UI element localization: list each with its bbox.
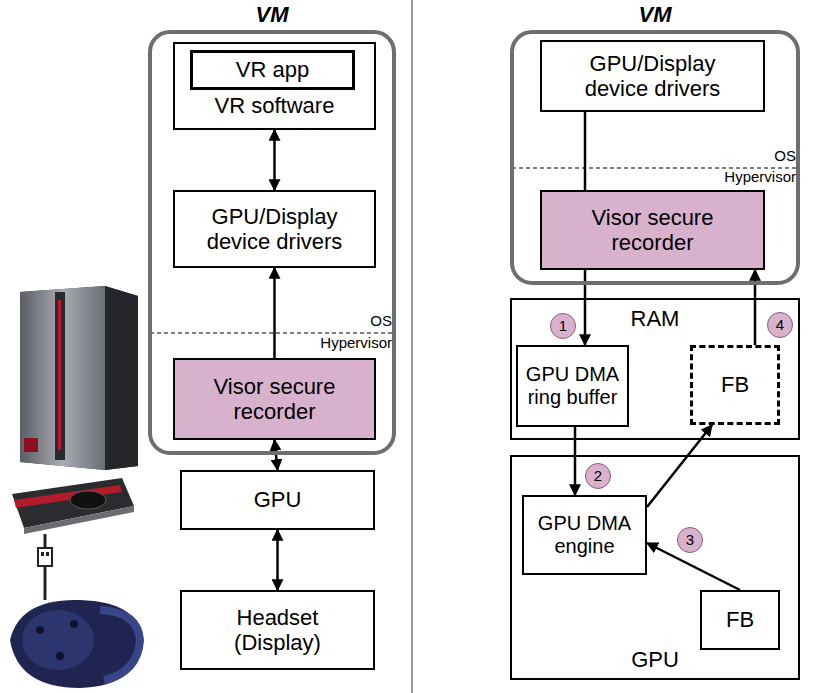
node-label: FB: [726, 607, 754, 632]
callout-number: 1: [550, 313, 576, 339]
layer-label: OS: [730, 148, 796, 165]
node-label: VR app: [236, 57, 309, 82]
node-label: FB: [721, 372, 749, 397]
engine-box: GPU DMA engine: [522, 495, 647, 575]
flow-arrow: [647, 425, 712, 507]
flow-arrow: [273, 130, 276, 190]
node-label: GPU: [512, 647, 798, 672]
app-box: VR app: [190, 50, 355, 90]
node-label: Visor secure recorder: [570, 205, 735, 256]
node-label: GPU/Display device drivers: [192, 204, 357, 255]
layer-label: Hypervisor: [690, 169, 796, 186]
panel-separator: [411, 0, 413, 693]
framebuffer-box: FB: [700, 590, 780, 650]
node-label: GPU DMA ring buffer: [523, 363, 622, 409]
cable: [38, 534, 52, 600]
flow-arrow: [273, 268, 276, 358]
flow-arrow: [275, 440, 278, 470]
buffer-box: GPU DMA ring buffer: [516, 345, 629, 427]
gpu-box: GPU: [180, 470, 375, 530]
flow-arrow: [276, 530, 279, 590]
vr-headset: [10, 600, 142, 688]
framebuffer-box: FB: [690, 345, 780, 425]
software-box: VR software VR app: [173, 42, 376, 130]
driver-box: GPU/Display device drivers: [173, 190, 376, 268]
node-label: VR software: [175, 93, 374, 118]
os-boundary: [150, 332, 394, 333]
node-label: GPU/Display device drivers: [570, 51, 735, 102]
node-label: Headset (Display): [215, 605, 340, 656]
vm-container: VMGPU/Display device driversVisor secure…: [510, 30, 800, 285]
display-box: Headset (Display): [180, 590, 375, 670]
node-label: Visor secure recorder: [192, 374, 357, 425]
container-title: VM: [152, 2, 392, 27]
container-title: VM: [514, 2, 796, 27]
gpu-card: [12, 478, 134, 534]
recorder-box: Visor secure recorder: [540, 190, 765, 270]
driver-box: GPU/Display device drivers: [540, 40, 765, 112]
gpu-region: GPU GPU DMA engineFB: [510, 455, 800, 680]
pc-tower: [20, 286, 138, 470]
recorder-box: Visor secure recorder: [173, 358, 376, 440]
node-label: GPU: [254, 487, 302, 512]
vm-container: VMVR softwareVR appGPU/Display device dr…: [148, 30, 396, 455]
layer-label: Hypervisor: [290, 335, 392, 352]
node-label: GPU DMA engine: [532, 512, 637, 558]
callout-number: 4: [767, 312, 793, 338]
flow-arrow: [574, 427, 577, 495]
callout-number: 2: [585, 463, 611, 489]
flow-arrow: [584, 112, 587, 190]
callout-number: 3: [677, 527, 703, 553]
layer-label: OS: [330, 313, 392, 330]
